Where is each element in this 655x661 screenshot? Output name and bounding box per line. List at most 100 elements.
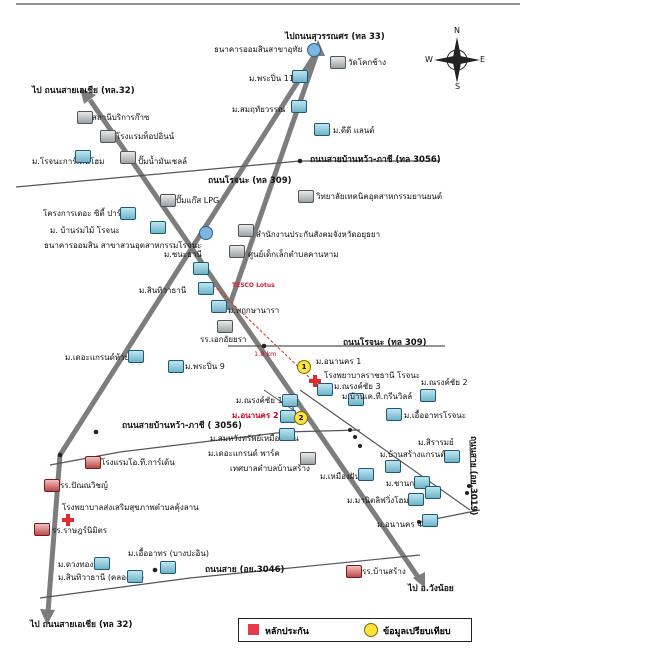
housing-icon <box>128 350 144 363</box>
place-social-security: สำนักงานประกันสังคมจังหวัดอยุธยา <box>256 230 381 239</box>
temple-icon <box>330 56 346 69</box>
place-asia-service: สถานีบริการก๊าซ <box>92 113 150 122</box>
school-icon <box>44 479 60 492</box>
bank-icon <box>199 226 213 240</box>
fuel-icon <box>120 151 136 164</box>
emblem-icon <box>238 224 254 237</box>
compass-s: S <box>455 82 461 91</box>
college-icon <box>298 190 314 203</box>
legend-collateral-label: หลักประกัน <box>265 627 309 637</box>
lpg-icon <box>160 194 176 207</box>
road-label-banwa-lower: ถนนสายบ้านหว้า-ภาชี ( 3056) <box>122 421 242 431</box>
compare-marker-1: 1 <box>297 360 311 374</box>
road-label-asia-bottom: ไป ถนนสายเอเชีย (ทล 32) <box>30 620 133 630</box>
housing-icon <box>75 150 91 163</box>
housing-icon <box>282 394 298 407</box>
collateral-swatch <box>248 624 259 635</box>
place-m-narong-1: ม.ณรงค์ชัย 1 <box>236 396 283 405</box>
place-m-sinthani-klong: ม.สินทิวาธานี (คลองขัน) <box>58 573 144 582</box>
emblem-icon <box>300 452 316 465</box>
place-m-ban-sang-grand: ม.บ้านสร้างแกรนด์ <box>380 450 446 459</box>
place-wat-khok-chang: วัดโคกช้าง <box>348 58 387 67</box>
place-m-somwong: ม.สมหวังทรัพย์เหมืองแสน <box>210 434 299 443</box>
compass-icon <box>434 37 480 83</box>
housing-icon <box>94 557 110 570</box>
housing-icon <box>408 493 424 506</box>
place-hotel-topin: โรงแรมท็อปอินน์ <box>116 132 175 141</box>
child-center-icon <box>229 245 245 258</box>
place-m-narong-3: ม.ณรงค์ชัย 3 <box>334 382 381 391</box>
road-label-rojana-lower: ถนนโรจนะ (ทล 309) <box>343 338 427 348</box>
place-m-sirarom: ม.สิรารมย์ <box>418 438 454 447</box>
housing-icon <box>420 389 436 402</box>
place-m-phruksa-nara: ม.พฤกษานารา <box>228 306 280 315</box>
compass-n: N <box>454 26 460 35</box>
place-school-ek: รร.เอกอัยยรา <box>200 335 247 344</box>
place-m-anan-1: ม.อนานคร 1 <box>316 357 362 366</box>
road-label-rojana-upper: ถนนโรจนะ (ทล 309) <box>208 176 292 186</box>
place-m-chanathani: ม.ชนะธานี <box>164 250 202 259</box>
place-m-eua-rojana: ม.เอื้ออาทรโรจนะ <box>404 411 467 420</box>
place-child-center: ศูนย์เด็กเล็กตำบลคานหาม <box>248 250 339 259</box>
road-3019-branch <box>299 389 471 511</box>
compare-marker-2: 2 <box>294 411 308 425</box>
place-m-dd-land: ม.ดีดี แลนด์ <box>333 126 375 135</box>
distance-label: 1.8 km <box>254 350 277 358</box>
arrow-asia-bottom <box>40 609 55 625</box>
place-m-anan-2: ม.อนานคร 2 <box>232 411 279 420</box>
distance-line <box>212 284 313 381</box>
place-m-chanakrung: ม.ชานกรุง <box>386 479 423 488</box>
place-m-rojana-garden: ม.โรจนะการ์เด้นโฮม <box>32 157 105 166</box>
place-m-sinthani: ม.สินทิวาธานี <box>139 286 187 295</box>
housing-icon <box>444 450 460 463</box>
school-icon <box>217 320 233 333</box>
arrow-wangnoi <box>413 572 425 588</box>
road-3019 <box>469 439 473 511</box>
compass-w: W <box>425 55 433 64</box>
hotel-icon <box>85 456 101 469</box>
road-suwannason <box>225 49 321 311</box>
road-asia-to-wangnoi <box>87 98 423 582</box>
place-bank-gsb-rojana: ธนาคารออมสิน สาขาสวนอุตสาหกรรมโรจนะ <box>44 241 202 250</box>
place-hotel-ot: โรงแรมโอ.ที.การ์เด้น <box>101 458 175 467</box>
place-health-hospital: โรงพยาบาลส่งเสริมสุขภาพตำบลคุ้งลาน <box>62 503 199 512</box>
place-m-the-grand-huay: ม.เดอะแกรนด์ห้วยเอง <box>65 353 141 362</box>
place-gas-station: ปั๊มน้ำมันเชลล์ <box>138 157 188 166</box>
housing-icon <box>211 300 227 313</box>
place-m-eua-bangpa: ม.เอื้ออาทร (บางปะอิน) <box>128 549 209 558</box>
housing-icon <box>414 476 430 489</box>
tesco-logo: TESCO Lotus <box>232 282 275 289</box>
place-tessaban: เทศบาลตำบลบ้านสร้าง <box>230 464 310 473</box>
housing-icon <box>385 460 401 473</box>
school-icon <box>346 565 362 578</box>
housing-icon <box>279 428 295 441</box>
road-3046 <box>39 577 191 599</box>
road-label-banwa-upper: ถนนสายบ้านหว้า-ภาชี (ทล 3056) <box>310 155 441 165</box>
road-label-3019: ถนนสาย (อย.3019) <box>468 436 478 516</box>
housing-icon <box>422 514 438 527</box>
road-rojana-upper <box>15 160 301 188</box>
place-m-ban-rom-mai: ม. บ้านร่มไม้ โรจนะ <box>50 226 120 235</box>
arrow-asia-top <box>80 88 96 104</box>
housing-icon <box>127 570 143 583</box>
hotel-icon <box>100 130 116 143</box>
place-the-city-park: โครงการเดอะ ซิตี้ ปาร์ค <box>43 209 127 218</box>
housing-icon <box>193 262 209 275</box>
housing-icon <box>386 408 402 421</box>
place-m-the-grand-park: ม.เดอะแกรนด์ พาร์ค <box>208 449 280 458</box>
hospital-icon <box>309 375 321 387</box>
road-label-3046: ถนนสาย (อย.3046) <box>205 565 285 575</box>
place-m-manit: ม.มานิตลิฟวิ่งโฮม <box>347 496 409 505</box>
place-school-rachrat: รร.ราษฎร์นิมิตร <box>52 526 108 535</box>
gas-service-icon <box>77 111 93 124</box>
road-label-asia-top: ไป ถนนสายเอเชีย (ทล.32) <box>32 86 135 96</box>
housing-icon <box>160 561 176 574</box>
housing-icon <box>317 383 333 396</box>
housing-icon <box>348 393 364 406</box>
hospital-icon <box>62 514 74 526</box>
place-m-phruksa-11: ม.พระปิ่น 11 <box>249 74 294 83</box>
housing-icon <box>314 123 330 136</box>
road-label-suwannason: ไปถนนสุวรรณศร (ทล 33) <box>285 32 385 42</box>
school-icon <box>34 523 50 536</box>
place-college: วิทยาลัยเทคนิคอุตสาหกรรมยานยนต์ <box>316 192 443 201</box>
